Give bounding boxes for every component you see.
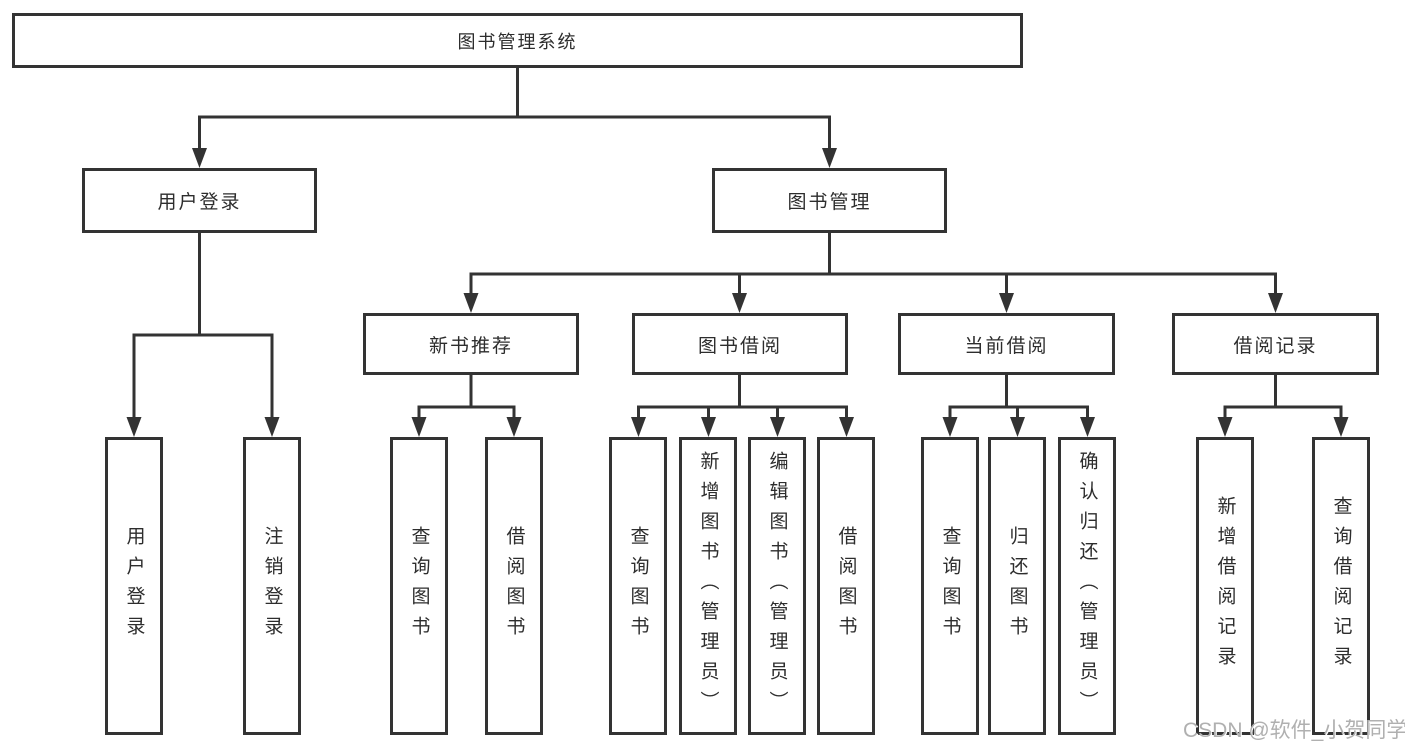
- connector-user-login-to-leaves: [132, 333, 274, 420]
- leaf-edit-books-admin: 编辑图书（管理员）: [748, 437, 806, 735]
- leaf-query-borrow-record: 查询借阅记录: [1312, 437, 1370, 735]
- leaf-logout: 注销登录: [243, 437, 301, 735]
- leaf-query-books-recommend: 查询图书: [390, 437, 448, 735]
- connector-borrow-records-split: [1223, 375, 1343, 420]
- connector-book-borrow-split: [637, 375, 848, 420]
- node-book-management: 图书管理: [712, 168, 947, 233]
- node-new-book-recommend: 新书推荐: [363, 313, 579, 375]
- csdn-watermark: CSDN @软件_小贺同学: [1183, 719, 1405, 742]
- leaf-borrow-books-recommend: 借阅图书: [485, 437, 543, 735]
- node-borrow-records: 借阅记录: [1172, 313, 1379, 375]
- leaf-add-borrow-record: 新增借阅记录: [1196, 437, 1254, 735]
- leaf-add-books-admin: 新增图书（管理员）: [679, 437, 737, 735]
- connector-root-to-level2: [198, 115, 831, 151]
- leaf-query-books-current: 查询图书: [921, 437, 979, 735]
- connector-book-management-to-level3: [469, 272, 1277, 296]
- arrowheads: [126, 148, 1349, 437]
- connector-current-borrow-split: [948, 375, 1089, 420]
- node-user-login: 用户登录: [82, 168, 317, 233]
- leaf-query-books-borrow: 查询图书: [609, 437, 667, 735]
- node-root-system: 图书管理系统: [12, 13, 1023, 68]
- node-current-borrow: 当前借阅: [898, 313, 1115, 375]
- leaf-user-login: 用户登录: [105, 437, 163, 735]
- leaf-confirm-return-admin: 确认归还（管理员）: [1058, 437, 1116, 735]
- leaf-borrow-books: 借阅图书: [817, 437, 875, 735]
- leaf-return-books: 归还图书: [988, 437, 1046, 735]
- node-book-borrow: 图书借阅: [632, 313, 848, 375]
- connector-new-book-recommend-split: [417, 375, 516, 420]
